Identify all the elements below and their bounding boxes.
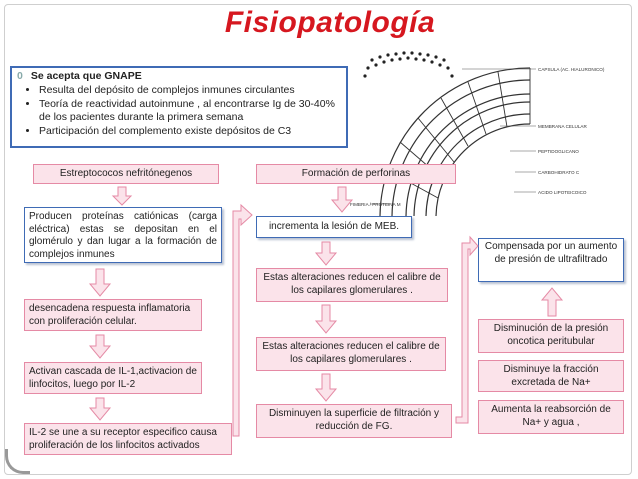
label-leaders bbox=[370, 68, 536, 205]
intro-item: Participación del complemento existe dep… bbox=[39, 125, 341, 138]
connector-arrow-left-to-middle bbox=[232, 203, 253, 437]
wall-layers bbox=[379, 67, 531, 217]
middle-box-3: Estas alteraciones reducen el calibre de… bbox=[256, 268, 448, 302]
cell-wall-illustration: CAPSULA (AC. HIALURONICO) MEMBRANA CELUL… bbox=[350, 51, 605, 217]
connector-arrow-middle-to-right bbox=[455, 235, 479, 424]
middle-box-4: Estas alteraciones reducen el calibre de… bbox=[256, 337, 446, 371]
intro-head-text: Se acepta que GNAPE bbox=[30, 70, 142, 82]
down-arrow-middle-4 bbox=[314, 373, 338, 402]
intro-item: Resulta del depósito de complejos inmune… bbox=[39, 84, 341, 97]
right-box-2: Disminución de la presión oncotica perit… bbox=[478, 319, 624, 353]
down-arrow-left-2 bbox=[88, 268, 112, 297]
right-box-4: Aumenta la reabsorción de Na+ y agua , bbox=[478, 400, 624, 434]
right-box-1: Compensada por un aumento de presión de … bbox=[478, 238, 624, 282]
label-capsula: CAPSULA (AC. HIALURONICO) bbox=[538, 67, 605, 72]
down-arrow-middle-3 bbox=[314, 304, 338, 334]
left-box-1: Estreptococos nefritónegenos bbox=[33, 164, 219, 184]
intro-list: Resulta del depósito de complejos inmune… bbox=[17, 84, 341, 138]
intro-box: 0 Se acepta que GNAPE Resulta del depósit… bbox=[10, 66, 348, 148]
down-arrow-middle-2 bbox=[314, 241, 338, 266]
intro-head: 0 Se acepta que GNAPE bbox=[17, 70, 341, 83]
down-arrow-left-3 bbox=[88, 334, 112, 359]
label-acido: ACIDO LIPOTEICOICO bbox=[538, 190, 587, 195]
right-box-3: Disminuye la fracción excretada de Na+ bbox=[478, 360, 624, 392]
left-box-2: Producen proteínas catiónicas (carga elé… bbox=[24, 207, 222, 263]
down-arrow-left-1 bbox=[111, 186, 133, 206]
frame-corner-decoration bbox=[5, 449, 30, 474]
intro-head-bullet: 0 bbox=[17, 70, 23, 82]
intro-item: Teoría de reactividad autoinmune , al en… bbox=[39, 98, 341, 124]
label-fimbria: FIMBRIA / PROTEINA M bbox=[350, 202, 401, 207]
left-box-5: IL-2 se une a su receptor especifico cau… bbox=[24, 423, 232, 455]
middle-box-2: incrementa la lesión de MEB. bbox=[256, 216, 412, 238]
left-box-4: Activan cascada de IL-1,activacion de li… bbox=[24, 362, 202, 394]
down-arrow-left-4 bbox=[88, 397, 112, 421]
left-box-3: desencadena respuesta inflamatoria con p… bbox=[24, 299, 202, 331]
label-membrana: MEMBRANA CELULAR bbox=[538, 124, 587, 129]
middle-box-1: Formación de perforinas bbox=[256, 164, 456, 184]
middle-box-5: Disminuyen la superficie de filtración y… bbox=[256, 404, 452, 438]
up-arrow-right-1 bbox=[540, 287, 564, 317]
slide-title: Fisiopatología bbox=[224, 6, 436, 39]
capsule-dots bbox=[363, 51, 454, 78]
label-peptidoglicano: PEPTIDOGLICANO bbox=[538, 149, 579, 154]
down-arrow-middle-1 bbox=[330, 186, 354, 213]
slide-frame bbox=[4, 4, 632, 475]
label-carbohidrato: CARBOHIDRATO C bbox=[538, 170, 580, 175]
